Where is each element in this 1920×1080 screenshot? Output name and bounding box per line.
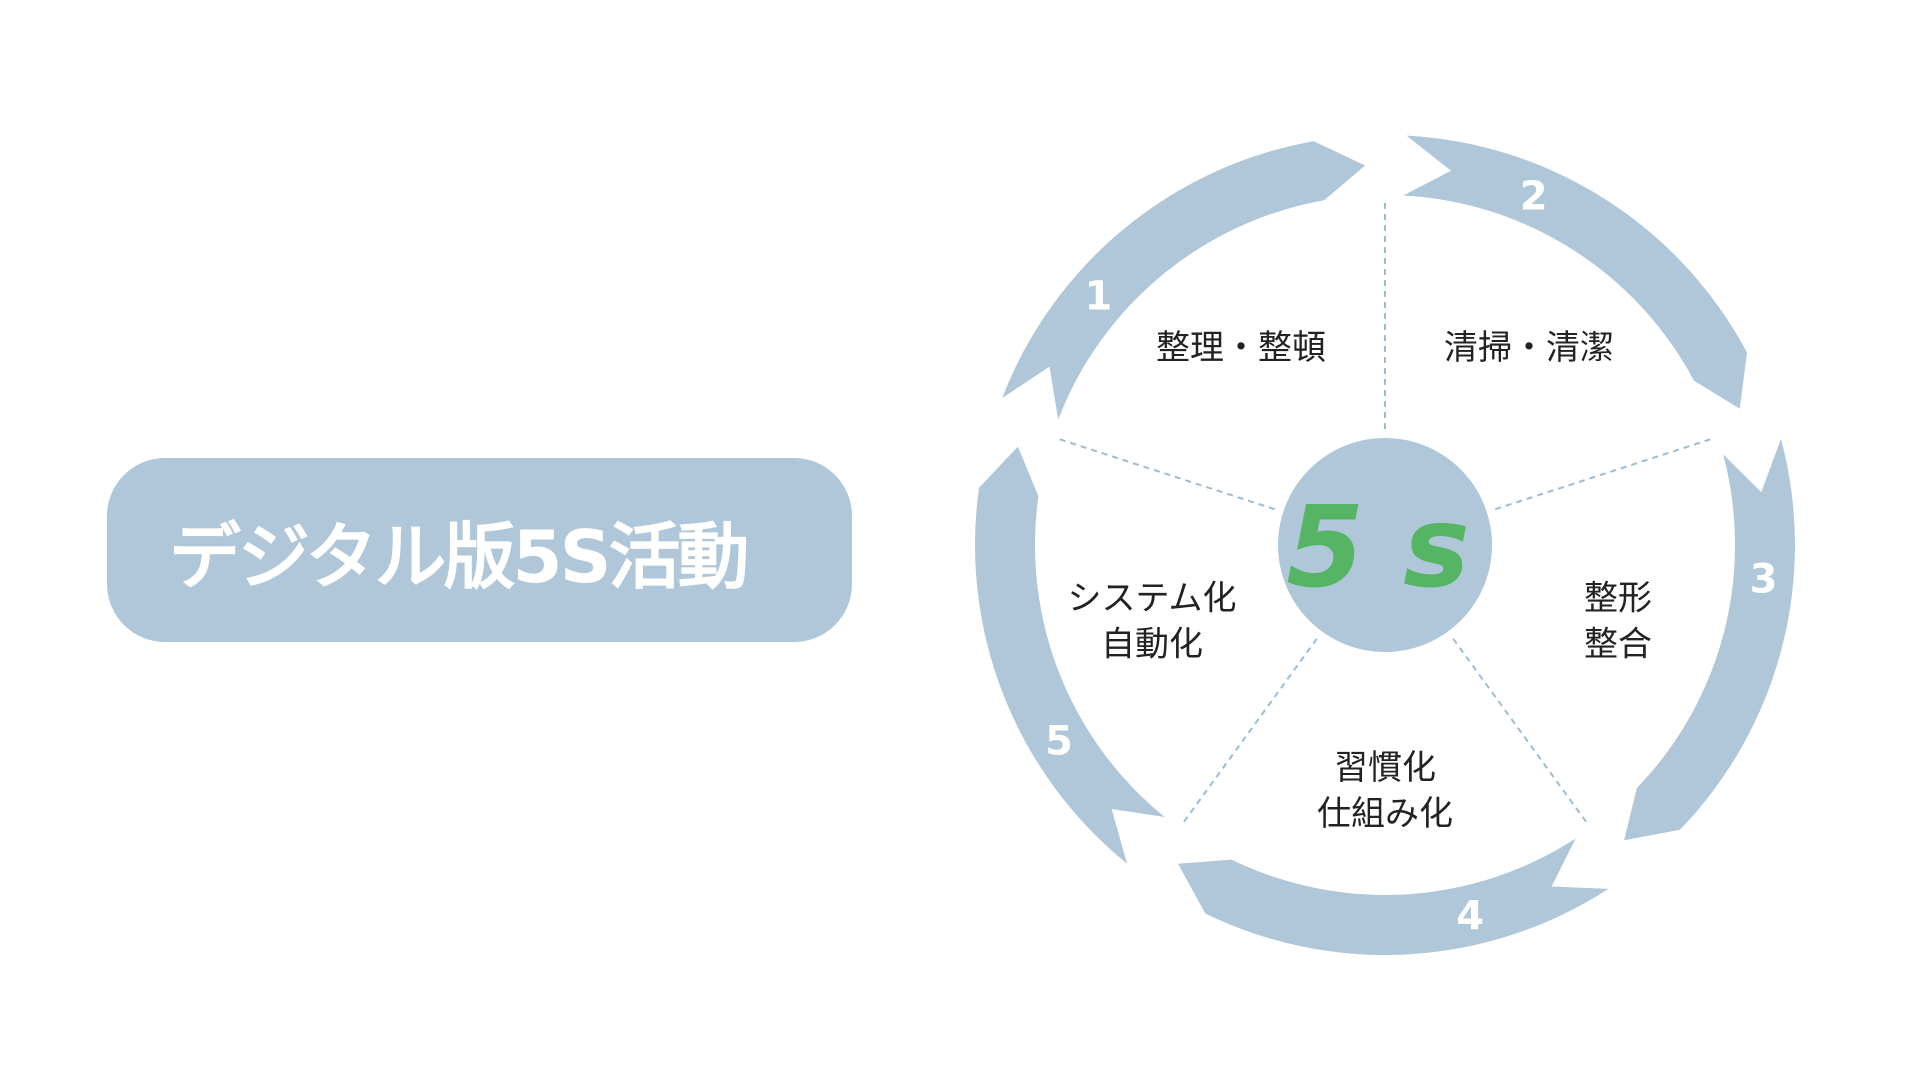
segment-divider [1057, 437, 1276, 511]
segment-divider [1181, 638, 1318, 824]
segment-label-2: 清掃・清潔 [1444, 328, 1614, 368]
segment-label-1: 整理・整頓 [1156, 328, 1326, 368]
page-title: デジタル版5S活動 [169, 514, 750, 599]
segment-divider [1494, 437, 1713, 511]
title-banner: デジタル版5S活動 [107, 458, 852, 642]
center-hub [1278, 438, 1492, 652]
segment-label-5: 自動化 [1101, 625, 1203, 665]
segment-divider [1452, 638, 1589, 824]
segment-dividers [1057, 201, 1713, 824]
cycle-arrow-5 [975, 446, 1165, 864]
cycle-arrow-3 [1624, 438, 1795, 841]
cycle-arrows [975, 135, 1795, 956]
segment-label-3: 整形 [1584, 579, 1652, 619]
step-number-4: 4 [1456, 893, 1484, 939]
cycle-arrow-4 [1178, 838, 1609, 956]
segment-label-5: システム化 [1068, 579, 1237, 619]
step-number-5: 5 [1045, 719, 1073, 765]
segment-label-4: 習慣化 [1334, 748, 1436, 788]
step-number-2: 2 [1520, 173, 1548, 219]
segment-label-3: 整合 [1584, 625, 1652, 665]
cycle-arrow-1 [1002, 141, 1366, 420]
center-hub-label: 5 s [1286, 483, 1470, 613]
cycle-arrow-2 [1403, 135, 1747, 409]
step-number-1: 1 [1084, 274, 1112, 320]
step-number-3: 3 [1750, 556, 1778, 602]
step-numbers: 1 2 3 4 5 [1045, 173, 1777, 939]
segment-label-4: 仕組み化 [1317, 794, 1453, 834]
